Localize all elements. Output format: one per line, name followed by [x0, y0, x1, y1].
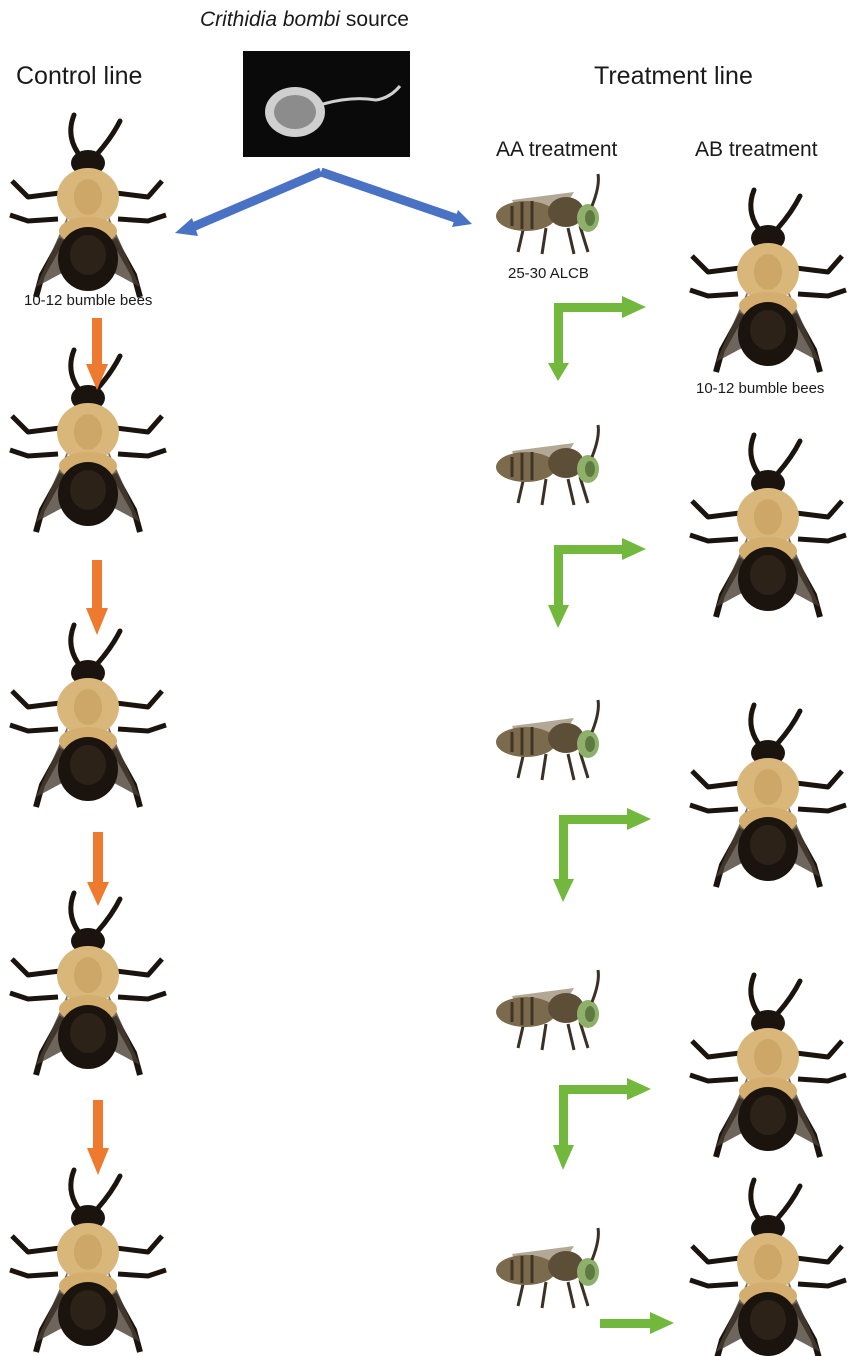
- orange-arrow-3: [93, 832, 103, 884]
- bumble-bee-icon: [10, 350, 166, 532]
- sweat-bee-icon: [496, 970, 599, 1050]
- green-l-arrow-3: [553, 808, 651, 902]
- bumble-bee-icon: [10, 893, 166, 1075]
- orange-arrow-4: [93, 1100, 103, 1150]
- bumble-bee-icon: [690, 705, 846, 887]
- sweat-bee-icon: [496, 700, 599, 780]
- orange-arrow-3-head: [87, 882, 109, 906]
- bumble-bee-icon: [10, 1170, 166, 1352]
- sweat-bee-icon: [496, 174, 599, 254]
- green-l-arrow-2: [548, 538, 646, 628]
- blue-arrow-to-treatment: [321, 172, 458, 219]
- bumble-bee-icon: [690, 435, 846, 617]
- orange-arrow-2: [92, 560, 102, 610]
- green-l-arrow-4: [553, 1078, 651, 1170]
- green-straight-arrow: [600, 1312, 674, 1334]
- orange-arrow-4-head: [87, 1148, 109, 1175]
- orange-arrow-1: [92, 318, 102, 366]
- blue-arrow-to-control: [188, 172, 321, 229]
- green-l-arrow-1: [548, 296, 646, 381]
- blue-arrow-to-treatment-head: [452, 210, 472, 227]
- parasite-micrograph-icon: [243, 51, 410, 157]
- bumble-bee-icon: [690, 190, 846, 372]
- blue-arrow-to-control-head: [175, 218, 198, 236]
- orange-arrow-2-head: [86, 608, 108, 635]
- sweat-bee-icon: [496, 425, 599, 505]
- sweat-bee-icon: [496, 1228, 599, 1308]
- bumble-bee-icon: [690, 1180, 846, 1356]
- bumble-bee-icon: [10, 625, 166, 807]
- bumble-bee-icon: [10, 115, 166, 297]
- bumble-bee-icon: [690, 975, 846, 1157]
